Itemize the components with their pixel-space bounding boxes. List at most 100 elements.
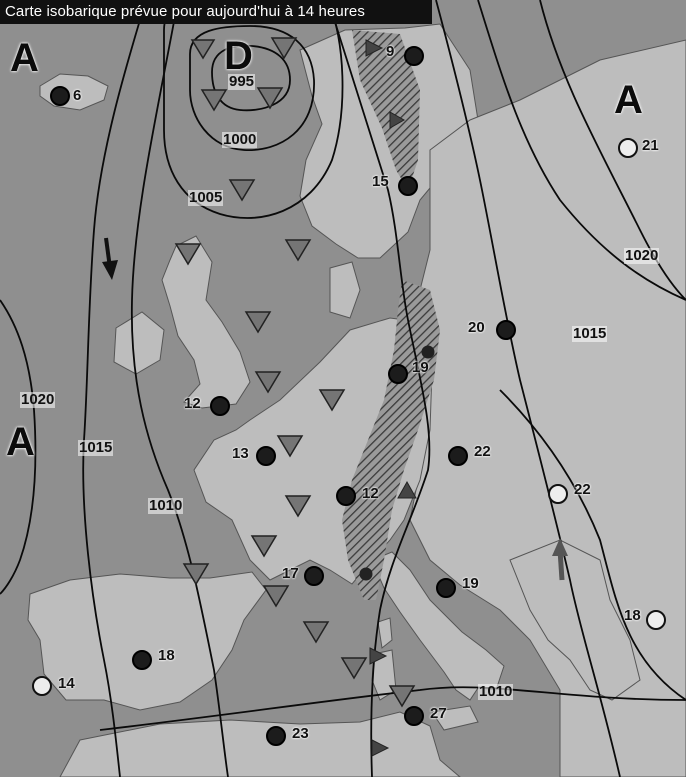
isobar-label: 995 (228, 73, 256, 90)
isobar-south (99, 686, 686, 731)
temperature-label: 22 (574, 481, 591, 498)
triangle-right-icon (365, 39, 384, 57)
temperature-label: 27 (430, 705, 447, 722)
temperature-label: 9 (386, 43, 395, 60)
isobar-label: 1005 (188, 189, 224, 206)
low-pressure-label: D (224, 34, 253, 78)
temperature-label: 17 (282, 565, 299, 582)
temperature-label: 20 (468, 319, 485, 336)
city-dot-icon (448, 446, 468, 466)
triangle-down-icon (270, 37, 298, 60)
city-dot-icon (132, 650, 152, 670)
isobar-label: 1020 (20, 391, 56, 408)
city-dot-icon (336, 486, 356, 506)
city-dot-icon (304, 566, 324, 586)
triangle-down-icon (200, 89, 228, 112)
isobar-label: 1000 (222, 131, 258, 148)
triangle-down-icon (256, 87, 284, 110)
ireland-land (113, 311, 165, 375)
temperature-label: 19 (462, 575, 479, 592)
isobar-1015-east (435, 0, 621, 777)
city-dot-icon (404, 46, 424, 66)
city-dot-icon (398, 176, 418, 196)
temperature-label: 12 (362, 485, 379, 502)
temperature-label: 18 (624, 607, 641, 624)
triangle-down-icon (284, 239, 312, 262)
city-dot-icon (32, 676, 52, 696)
arrow-up-icon (552, 538, 568, 581)
triangle-up-icon (397, 480, 417, 499)
temperature-label: 22 (474, 443, 491, 460)
temperature-label: 19 (412, 359, 429, 376)
isobar-995 (211, 44, 291, 112)
triangle-right-icon (371, 739, 390, 757)
sicily-land (431, 705, 479, 731)
isobar-fronts-line (327, 0, 431, 777)
triangle-down-icon (276, 435, 304, 458)
land-masses (27, 23, 686, 777)
city-dot-icon (548, 484, 568, 504)
triangle-down-icon (244, 311, 272, 334)
triangle-down-icon (228, 179, 256, 202)
isobar-label: 1015 (78, 439, 114, 456)
temperature-label: 14 (58, 675, 75, 692)
map-title: Carte isobarique prévue pour aujourd'hui… (0, 0, 432, 24)
corsica-land (377, 617, 393, 649)
triangle-right-icon (389, 111, 406, 129)
triangle-down-icon (174, 243, 202, 266)
warm-sky-markers (359, 39, 435, 757)
temperature-label: 18 (158, 647, 175, 664)
temperature-label: 6 (73, 87, 82, 104)
isobar-label: 1010 (148, 497, 184, 514)
balkans-land (509, 539, 641, 701)
triangle-down-icon (388, 685, 416, 708)
triangle-down-icon (318, 389, 346, 412)
temperature-label: 21 (642, 137, 659, 154)
city-dot-icon (646, 610, 666, 630)
isobar-1020-west (0, 299, 37, 595)
city-dot-icon (436, 578, 456, 598)
isobar-1020-east (477, 0, 686, 301)
isobar-1015-east-b (539, 0, 686, 301)
iberia-land (27, 571, 267, 711)
isobar-1015-west (82, 0, 147, 777)
great-britain-land (161, 235, 251, 409)
city-dot-icon (256, 446, 276, 466)
city-dot-icon (266, 726, 286, 746)
front-semicircle-icon (359, 567, 373, 581)
triangle-down-icon (302, 621, 330, 644)
temperature-label: 13 (232, 445, 249, 462)
isobar-label: 1015 (572, 325, 608, 342)
high-pressure-label: A (614, 78, 643, 122)
denmark-land (329, 261, 361, 319)
triangle-down-icon (340, 657, 368, 680)
high-pressure-label: A (10, 36, 39, 80)
triangle-down-icon (254, 371, 282, 394)
temperature-label: 12 (184, 395, 201, 412)
triangle-down-icon (284, 495, 312, 518)
temperature-label: 23 (292, 725, 309, 742)
triangle-down-icon (190, 39, 216, 60)
isobar-1000 (189, 25, 315, 151)
city-dot-icon (618, 138, 638, 158)
triangle-down-icon (250, 535, 278, 558)
triangle-down-icon (182, 563, 210, 586)
arrow-down-icon (102, 237, 118, 280)
high-pressure-label: A (6, 420, 35, 464)
cold-sky-markers (174, 37, 416, 708)
north-africa-land (59, 711, 461, 777)
triangle-down-icon (262, 585, 290, 608)
isobar-label: 1020 (624, 247, 660, 264)
triangle-right-icon (369, 647, 388, 665)
city-dot-icon (404, 706, 424, 726)
city-dot-icon (388, 364, 408, 384)
city-dot-icon (210, 396, 230, 416)
temperature-label: 15 (372, 173, 389, 190)
front-band-north (352, 30, 420, 190)
isobar-1010-east (499, 389, 686, 701)
front-semicircle-icon (421, 345, 435, 359)
city-dot-icon (496, 320, 516, 340)
